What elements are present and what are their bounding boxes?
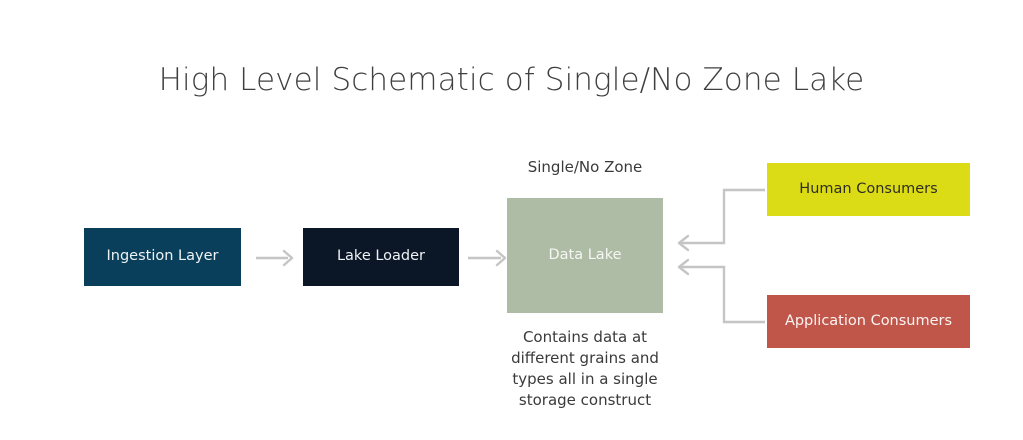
node-data-lake[interactable]: Data Lake [507, 198, 663, 313]
node-human-consumers-label: Human Consumers [799, 180, 938, 197]
node-human-consumers[interactable]: Human Consumers [767, 163, 970, 216]
node-data-lake-label: Data Lake [548, 246, 622, 263]
data-lake-caption: Contains data at different grains and ty… [511, 328, 659, 409]
node-application-consumers[interactable]: Application Consumers [767, 295, 970, 348]
node-application-consumers-label: Application Consumers [784, 312, 953, 329]
connector-application-to-lake [677, 258, 765, 324]
node-ingestion-layer-label: Ingestion Layer [106, 248, 219, 265]
page-title: High Level Schematic of Single/No Zone L… [158, 62, 865, 98]
zone-label: Single/No Zone [527, 158, 643, 176]
connector-ingestion-to-loader [256, 249, 294, 267]
connector-human-to-lake [677, 188, 765, 252]
connector-loader-to-lake [468, 249, 507, 267]
node-lake-loader-label: Lake Loader [336, 248, 426, 265]
node-lake-loader[interactable]: Lake Loader [303, 228, 459, 286]
node-ingestion-layer[interactable]: Ingestion Layer [84, 228, 241, 286]
